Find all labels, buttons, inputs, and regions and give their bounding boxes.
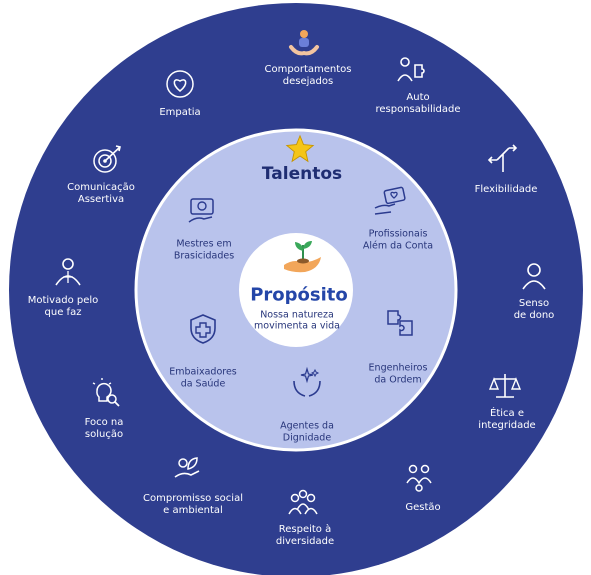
outer-label: Auto responsabilidade	[375, 91, 461, 115]
inner-icon-2	[290, 365, 324, 399]
inner-label: Mestres em Brasicidades	[173, 238, 235, 261]
hand-card-icon	[188, 198, 214, 223]
outer-icon-8	[88, 375, 122, 409]
star-icon	[285, 134, 315, 163]
hand-leaf-icon	[174, 457, 200, 478]
puzzle-icon	[387, 310, 413, 336]
hands-holding-people-icon	[289, 30, 319, 56]
shield-cross-icon	[190, 314, 216, 344]
outer-label: Comunicação Assertiva	[67, 181, 135, 205]
person-puzzle-icon	[397, 57, 425, 82]
heart-circle-icon	[166, 70, 194, 98]
hand-sprout-icon	[281, 238, 325, 276]
lightbulb-magnifier-icon	[92, 378, 120, 407]
outer-label: Empatia	[159, 106, 201, 118]
target-icon	[93, 145, 121, 173]
outer-icon-3	[517, 259, 551, 293]
outer-label: Comportamentos desejados	[264, 63, 352, 87]
outer-icon-4	[488, 369, 522, 403]
outer-icon-6	[286, 486, 320, 520]
inner-label: Engenheiros da Ordem	[368, 362, 428, 385]
purpose-subtitle: Nossa natureza movimenta a vida	[254, 309, 340, 332]
inner-icon-3	[186, 312, 220, 346]
inner-icon-0	[373, 184, 407, 218]
inner-label: Embaixadores da Saúde	[169, 366, 237, 389]
outer-label: Compromisso social e ambiental	[143, 492, 243, 516]
diverse-people-icon	[288, 489, 318, 515]
outer-icon-10	[90, 142, 124, 176]
person-icon	[522, 263, 546, 290]
inner-label: Agentes da Dignidade	[280, 420, 334, 443]
scales-icon	[488, 374, 522, 398]
inner-icon-1	[383, 306, 417, 340]
outer-icon-2	[486, 142, 520, 176]
outer-icon-11	[163, 67, 197, 101]
outer-label: Motivado pelo que faz	[27, 294, 99, 318]
direction-arrows-icon	[487, 144, 518, 172]
hands-sparkle-icon	[293, 366, 321, 397]
outer-icon-7	[171, 453, 205, 487]
hand-card-heart-icon	[374, 186, 406, 215]
team-gear-icon	[406, 464, 432, 492]
outer-label: Ética e integridade	[478, 407, 536, 431]
star-icon	[285, 134, 315, 164]
motivated-person-icon	[55, 258, 81, 286]
talents-title: Talentos	[261, 164, 343, 184]
outer-label: Respeito à diversidade	[275, 523, 335, 547]
outer-label: Foco na solução	[84, 416, 124, 440]
inner-icon-4	[186, 194, 220, 228]
outer-label: Senso de dono	[513, 297, 555, 321]
inner-label: Profissionais Além da Conta	[362, 228, 434, 251]
outer-label: Gestão	[405, 501, 441, 513]
hand-sprout-icon	[284, 241, 321, 273]
center-circle	[239, 233, 353, 347]
purpose-title: Propósito	[250, 284, 348, 306]
outer-label: Flexibilidade	[474, 183, 538, 195]
outer-icon-1	[394, 53, 428, 87]
outer-icon-9	[51, 255, 85, 289]
outer-icon-5	[402, 459, 436, 493]
outer-icon-0	[287, 25, 321, 59]
